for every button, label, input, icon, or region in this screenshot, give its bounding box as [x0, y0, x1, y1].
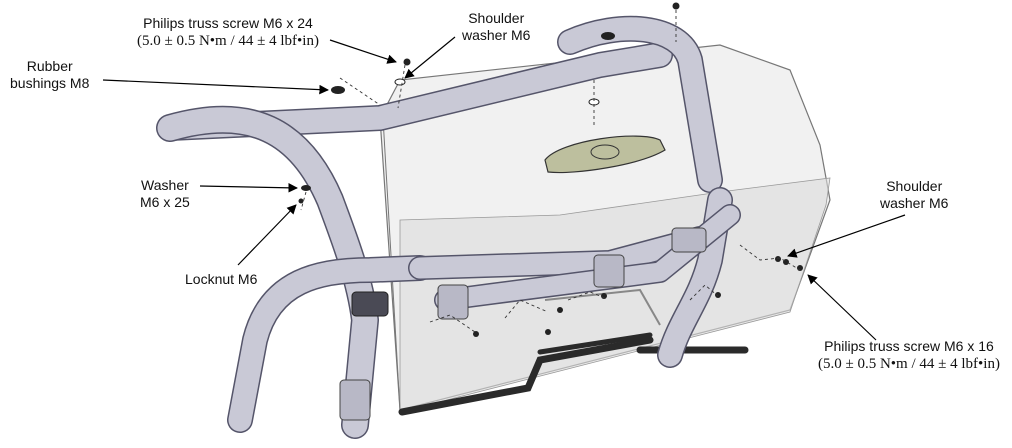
- callout-shoulder-washer-top-line1: Shoulder: [468, 10, 525, 26]
- hardware-fasteners: [298, 2, 803, 337]
- callout-truss-screw-right: Philips truss screw M6 x 16 (5.0 ± 0.5 N…: [818, 338, 1000, 373]
- callout-shoulder-washer-right: Shoulder washer M6: [880, 178, 948, 212]
- callout-washer-line2: M6 x 25: [140, 194, 190, 210]
- tube-clamps: [339, 227, 707, 421]
- shoulder-washer-top: [394, 78, 406, 86]
- callout-shoulder-washer-top-line2: washer M6: [462, 27, 531, 43]
- leader-rubber-bushings: [102, 79, 329, 95]
- callout-shoulder-washer-top: Shoulder washer M6: [462, 10, 530, 44]
- locknut-left: [298, 198, 304, 204]
- brake-light-housing: [544, 135, 666, 174]
- rubber-bushing-right: [601, 32, 615, 40]
- callout-rubber-bushings: Rubber bushings M8: [10, 58, 89, 92]
- callout-leaders: [102, 36, 906, 341]
- callout-truss-screw-top-name: Philips truss screw M6 x 24: [143, 15, 313, 31]
- leader-shoulder-washer-top: [404, 36, 456, 79]
- callout-truss-screw-right-torque: (5.0 ± 0.5 N•m / 44 ± 4 lbf•in): [818, 356, 1000, 372]
- leader-truss-screw-right: [807, 274, 877, 341]
- callout-truss-screw-top-torque: (5.0 ± 0.5 N•m / 44 ± 4 lbf•in): [137, 33, 319, 49]
- assembly-guide-lines: [300, 10, 801, 333]
- leader-shoulder-washer-right: [787, 214, 906, 258]
- callout-rubber-bushings-line2: bushings M8: [10, 75, 90, 91]
- callout-washer: Washer M6 x 25: [140, 177, 190, 211]
- callout-washer-line1: Washer: [141, 177, 189, 193]
- truss-screw-top: [403, 58, 411, 66]
- callout-truss-screw-right-name: Philips truss screw M6 x 16: [824, 338, 994, 354]
- callout-locknut-name: Locknut M6: [185, 271, 258, 287]
- callout-shoulder-washer-right-line2: washer M6: [880, 195, 949, 211]
- rubber-bushing-left: [331, 86, 345, 94]
- callout-locknut: Locknut M6: [185, 271, 257, 288]
- truss-screw-top-right: [672, 2, 680, 10]
- roll-cage-tubes: [156, 15, 741, 439]
- washer-left: [301, 185, 311, 191]
- leader-truss-screw-top: [329, 39, 397, 64]
- bottom-seal-strips: [398, 288, 749, 416]
- leader-locknut: [237, 204, 297, 266]
- callout-truss-screw-top: Philips truss screw M6 x 24 (5.0 ± 0.5 N…: [137, 15, 319, 50]
- callout-rubber-bushings-line1: Rubber: [26, 58, 73, 74]
- leader-washer: [199, 183, 298, 193]
- callout-shoulder-washer-right-line1: Shoulder: [886, 178, 943, 194]
